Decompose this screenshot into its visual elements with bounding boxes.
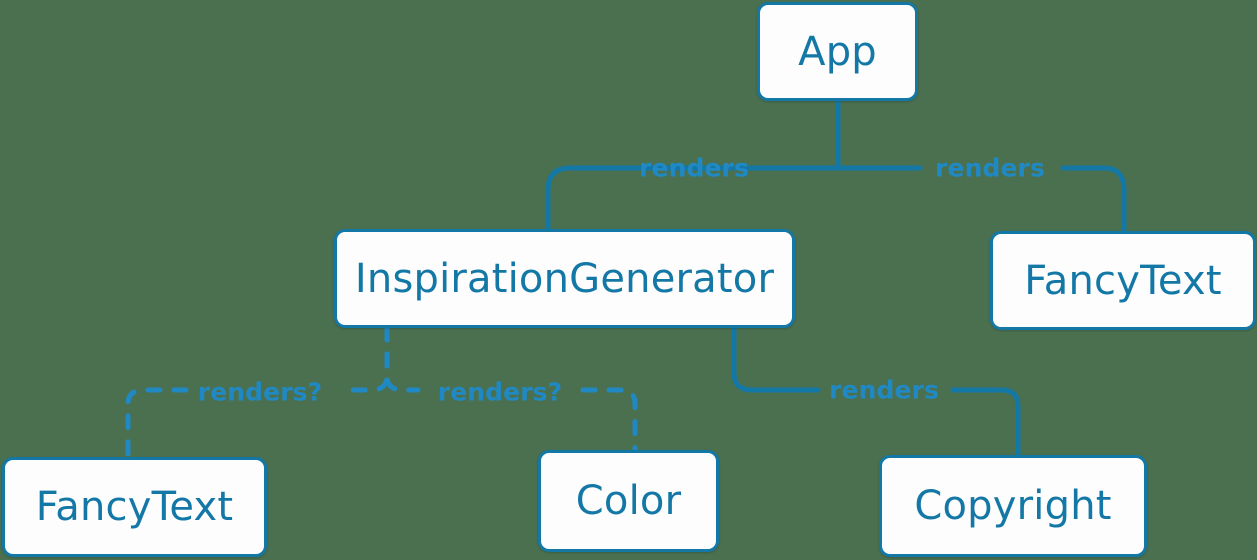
node-inspiration-generator[interactable]: InspirationGenerator <box>334 229 795 328</box>
node-fancytext-right-label: FancyText <box>1024 257 1222 304</box>
node-color[interactable]: Color <box>538 450 719 552</box>
node-fancytext-bottom[interactable]: FancyText <box>2 457 267 557</box>
node-color-label: Color <box>575 478 682 524</box>
edge-app-to-inspiration-generator <box>545 165 841 232</box>
node-fancytext-right[interactable]: FancyText <box>990 231 1256 330</box>
edge-label-inspiration-generator-to-copyright: renders <box>829 375 939 405</box>
node-app[interactable]: App <box>757 2 918 101</box>
node-inspiration-generator-label: InspirationGenerator <box>354 255 775 302</box>
edge-inspiration-generator-to-copyright <box>731 325 1021 458</box>
edge-label-app-to-inspiration-generator: renders <box>639 153 749 183</box>
edge-label-inspiration-generator-to-fancytext-bottom: renders? <box>197 377 323 407</box>
node-copyright[interactable]: Copyright <box>879 455 1147 557</box>
node-fancytext-bottom-label: FancyText <box>35 484 234 530</box>
edge-inspiration-generator-to-fancytext-bottom <box>125 325 390 460</box>
node-copyright-label: Copyright <box>914 483 1112 529</box>
edge-label-inspiration-generator-to-color: renders? <box>437 377 563 407</box>
edge-label-app-to-fancytext-right: renders <box>935 153 1045 183</box>
edge-app-to-fancytext-right <box>835 165 1127 234</box>
edge-inspiration-generator-to-color <box>384 325 638 453</box>
node-app-label: App <box>798 28 877 75</box>
